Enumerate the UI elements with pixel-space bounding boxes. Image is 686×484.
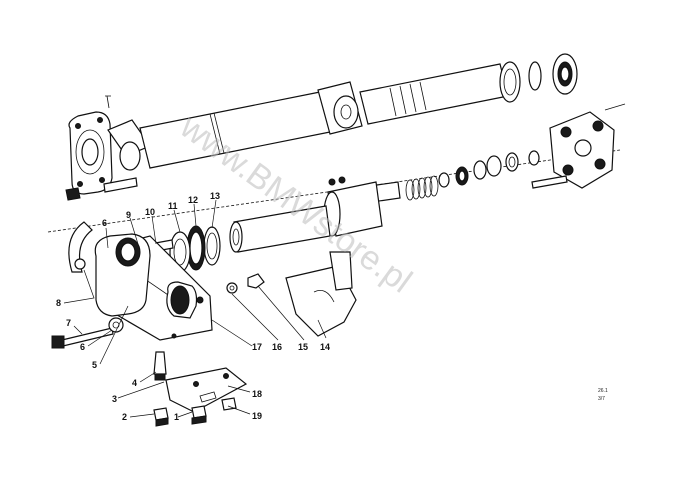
callout-9: 9: [126, 210, 131, 220]
callout-12: 12: [188, 195, 198, 205]
callout-6-lower: 6: [80, 342, 85, 352]
grease-nipple: [153, 351, 167, 375]
leader-lines: [63, 199, 327, 418]
callout-8: 8: [56, 298, 61, 308]
callout-18: 18: [252, 389, 262, 399]
callout-13: 13: [210, 191, 220, 201]
callout-15: 15: [298, 342, 308, 352]
callout-14: 14: [320, 342, 330, 352]
callout-2: 2: [122, 412, 127, 422]
reference-code-line2: 3/7: [598, 396, 605, 402]
callout-6-upper: 6: [102, 218, 107, 228]
callout-3: 3: [112, 394, 117, 404]
callout-16: 16: [272, 342, 282, 352]
center-bearing-bracket: [51, 221, 357, 427]
carrier-hook: [68, 221, 93, 273]
callout-11: 11: [168, 201, 178, 211]
callout-5: 5: [92, 360, 97, 370]
reference-code-line1: 26.1: [598, 388, 608, 394]
upper-shaft-assembly: [65, 53, 578, 201]
bearing-ring: [499, 61, 521, 103]
rear-splined-tube: [359, 63, 509, 125]
callout-10: 10: [145, 207, 155, 217]
callout-labels: 1 2 3 4 5 6 6 7 8 9 10 11 12 13 14 15 16…: [56, 191, 330, 422]
callout-7: 7: [66, 318, 71, 328]
callout-4: 4: [132, 378, 137, 388]
sleeve-assembly: [149, 176, 401, 273]
mounting-bolt: [61, 327, 114, 347]
callout-17: 17: [252, 342, 262, 352]
callout-1: 1: [174, 412, 179, 422]
coil-spring: [405, 175, 439, 201]
callout-19: 19: [252, 411, 262, 421]
flex-coupling-assembly: [405, 103, 626, 201]
